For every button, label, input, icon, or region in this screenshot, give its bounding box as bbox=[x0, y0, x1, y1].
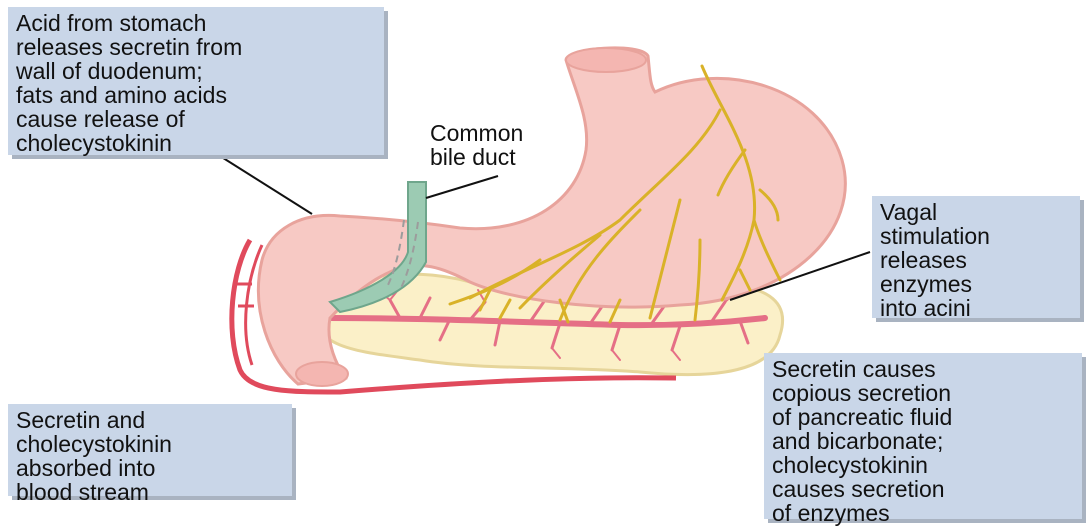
hormone-marks bbox=[236, 284, 254, 306]
hormones-blood-callout: Secretin and cholecystokinin absorbed in… bbox=[8, 404, 292, 496]
duodenum-opening bbox=[296, 362, 348, 386]
vagal-stimulation-callout: Vagal stimulation releases enzymes into … bbox=[872, 196, 1080, 318]
esophagus-opening bbox=[566, 48, 646, 72]
common-bile-duct-label: Common bile duct bbox=[430, 121, 610, 169]
acid-secretin-callout: Acid from stomach releases secretin from… bbox=[8, 7, 384, 155]
secretin-effects-callout: Secretin causes copious secretion of pan… bbox=[764, 353, 1082, 519]
